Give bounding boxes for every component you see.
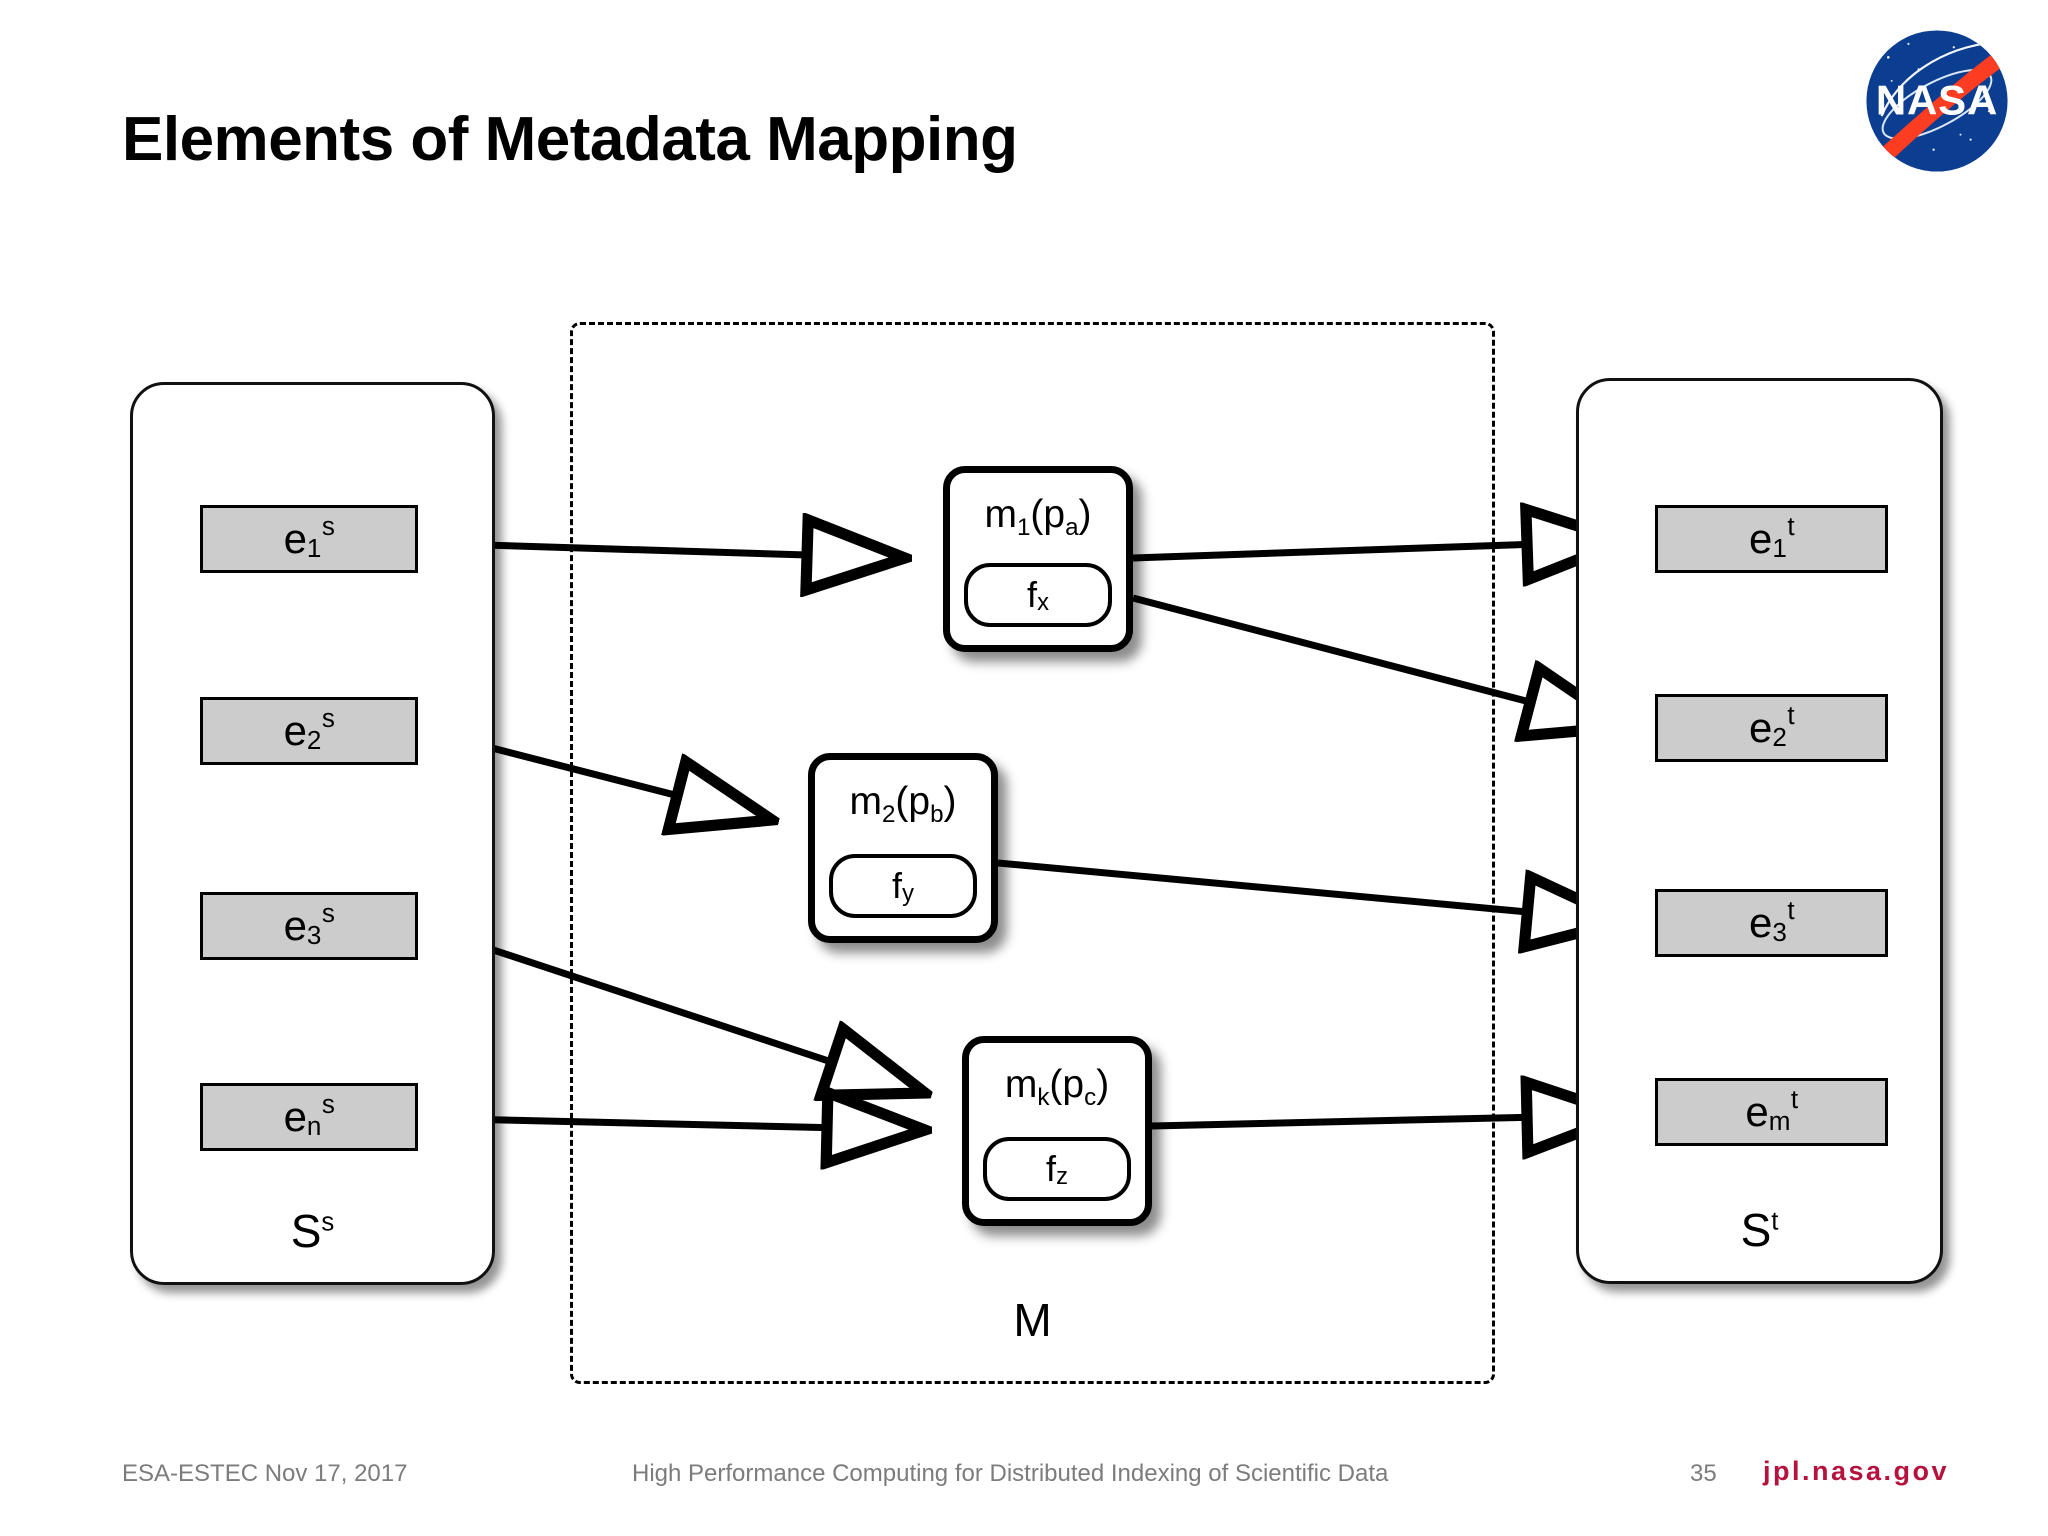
target-schema-label: St (1579, 1207, 1940, 1253)
page-title: Elements of Metadata Mapping (122, 105, 1018, 174)
source-element-e2-sub: 2 (306, 724, 322, 755)
source-element-e2-sup: s (321, 702, 335, 733)
arrow-m1-to-e2t (1132, 594, 1625, 727)
func-mk-base: f (1046, 1148, 1057, 1189)
target-element-e2-base: e (1748, 704, 1773, 751)
footer-jpl-url: jpl.nasa.gov (1763, 1456, 1950, 1486)
func-m2-base: f (892, 865, 903, 906)
target-element-e2-sub: 2 (1772, 721, 1787, 752)
source-element-en-sub: n (306, 1110, 322, 1141)
target-schema-label-base: S (1740, 1204, 1772, 1256)
mapping-mk-base: m (1004, 1063, 1038, 1106)
mapping-m1-end: ) (1078, 493, 1092, 536)
mapping-mk-end: ) (1096, 1063, 1110, 1106)
svg-text:NASA: NASA (1876, 76, 1998, 123)
source-element-e1-sup: s (321, 510, 335, 541)
footer-event-date: ESA-ESTEC Nov 17, 2017 (122, 1460, 408, 1487)
mapping-m2-base: m (849, 780, 882, 823)
arrow-m2-to-e3t (997, 859, 1625, 921)
target-schema-label-sup: t (1771, 1207, 1779, 1236)
target-element-em-sub: m (1768, 1105, 1791, 1136)
source-element-e3-sup: s (321, 897, 335, 928)
mapping-region-boundary (570, 322, 1495, 1384)
mapping-mk-sub2: c (1084, 1083, 1097, 1111)
slide-footer: ESA-ESTEC Nov 17, 2017 High Performance … (0, 1452, 2048, 1512)
source-element-e1-sub: 1 (306, 532, 322, 563)
func-m2-sub: y (902, 879, 914, 907)
func-m1-base: f (1027, 574, 1038, 615)
arrow-m1-to-e1t (1132, 541, 1625, 558)
mapping-m1-tail: (p (1030, 493, 1066, 536)
mapping-mk-sub: k (1037, 1083, 1050, 1111)
mapping-m2-sub: 2 (881, 800, 896, 828)
arrow-e1s-to-m1 (417, 543, 905, 558)
source-schema-label: Ss (133, 1208, 492, 1254)
target-element-e1-base: e (1748, 515, 1773, 562)
source-element-e3-base: e (283, 902, 307, 949)
mapping-m1-sub2: a (1065, 513, 1079, 541)
mapping-m2-sub2: b (930, 800, 944, 828)
target-element-e3-base: e (1748, 899, 1773, 946)
source-element-e2-base: e (283, 707, 307, 754)
arrow-ens-to-mk (417, 1118, 925, 1130)
source-element-en-sup: s (321, 1088, 335, 1119)
mapping-m1-base: m (984, 493, 1017, 536)
arrow-e3s-to-mk (416, 921, 925, 1093)
mapping-m1-sub: 1 (1016, 513, 1031, 541)
mapping-box-m2-title: m2(pb) (849, 780, 957, 826)
source-element-en-base: e (283, 1093, 307, 1140)
mapping-m2-end: ) (943, 780, 957, 823)
target-element-em-base: e (1745, 1088, 1769, 1135)
target-element-e3-sub: 3 (1772, 916, 1787, 947)
arrow-mk-to-emt (1151, 1115, 1625, 1126)
func-m1-sub: x (1037, 588, 1049, 616)
source-element-e1-base: e (283, 515, 307, 562)
mapping-box-mk-title: mk(pc) (1004, 1063, 1110, 1109)
func-mk-sub: z (1056, 1162, 1068, 1190)
nasa-logo-svg: NASA (1866, 30, 2008, 172)
mapping-region-label: M (1013, 1294, 1052, 1346)
footer-page-number: 35 (1690, 1460, 1717, 1487)
target-element-e2-sup: t (1787, 699, 1795, 730)
mapping-m2-tail: (p (895, 780, 931, 823)
source-schema-label-base: S (290, 1205, 322, 1257)
source-element-e3-sub: 3 (306, 919, 322, 950)
nasa-meatball-logo: NASA (1853, 17, 2021, 185)
mapping-box-m1-title: m1(pa) (984, 493, 1092, 539)
target-element-e3-sup: t (1787, 894, 1795, 925)
target-element-em-sup: t (1790, 1083, 1799, 1114)
target-element-e1-sub: 1 (1772, 532, 1787, 563)
source-schema-label-sup: s (321, 1208, 335, 1237)
footer-presentation-title: High Performance Computing for Distribut… (632, 1460, 1389, 1487)
mapping-mk-tail: (p (1049, 1063, 1085, 1106)
target-element-e1-sup: t (1787, 510, 1795, 541)
